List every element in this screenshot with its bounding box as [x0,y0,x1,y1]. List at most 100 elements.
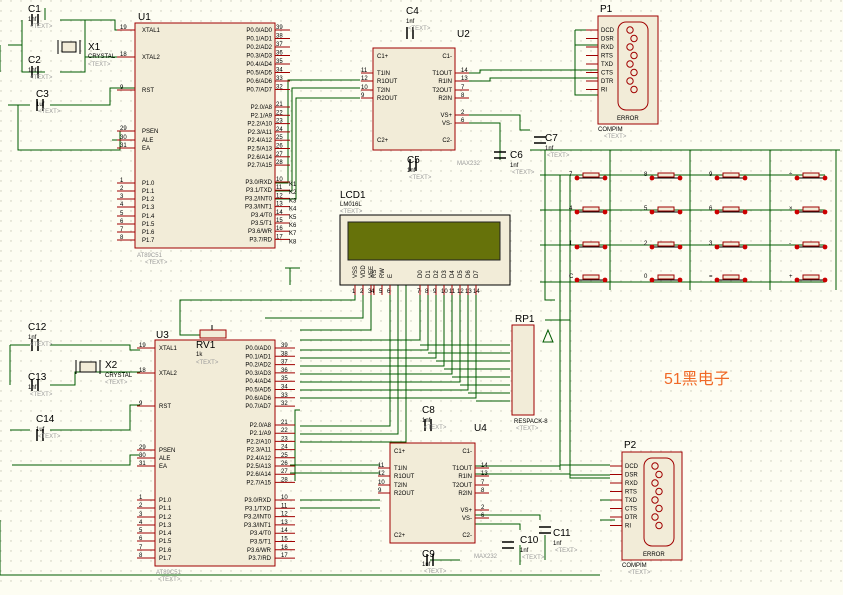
keypad-key[interactable]: 5 [644,206,683,215]
keypad-key[interactable]: 1 [569,241,608,250]
keypad-key[interactable]: × [789,206,828,215]
capacitor-text-placeholder: <TEXT> [38,109,61,115]
pin-number: 32 [276,85,283,91]
pin-name: PSEN [159,448,175,454]
key-node-left [574,175,580,181]
capacitor-value: 1nf [545,146,554,152]
u2-max232[interactable]: U2 MAX232 C1+T1IN11R1OUT12T2IN10R2OUT9C2… [361,29,481,167]
pin-name: P3.7/RD [249,237,272,243]
u2-body[interactable] [372,47,456,151]
rv1-potentiometer[interactable]: RV1 1k <TEXT> [196,325,227,366]
keypad-key[interactable]: C [569,274,608,283]
key-node-left [714,175,720,181]
keypad-key[interactable]: 3 [709,241,748,250]
u1-body[interactable] [134,22,276,249]
u3-microcontroller[interactable]: U3 AT89C51 <TEXT> XTAL119XTAL218RST9PSEN… [137,330,295,583]
key-button-cap [657,274,675,280]
keypad-key[interactable]: 8 [644,172,683,181]
net-label: K5 [289,215,297,221]
pin-number: 3 [139,512,143,518]
serial-pin-socket [630,68,638,77]
serial-pin-name: CTS [625,507,637,513]
pin-number: 13 [276,202,283,208]
keypad-key[interactable]: + [789,274,828,283]
rp1-resistor-pack[interactable]: RP1 RESPACK-8 <TEXT> [511,314,554,432]
capacitor-text-placeholder: <TEXT> [424,569,447,575]
pin-number: 33 [276,76,283,82]
serial-pin-socket [655,470,663,479]
pin-number: 17 [276,234,283,240]
key-node-right [822,277,828,283]
lcd1-display[interactable]: LCD1 LM016L <TEXT> VSS1VDD2VEE3RS4RW5E6D… [339,190,511,295]
pin-number: 37 [276,42,283,48]
rp1-part: RESPACK-8 [514,419,548,425]
p2-serial-port[interactable]: P2 ERROR COMPIM <TEXT> DCDDSRRXDRTSTXDCT… [610,440,683,576]
pin-number: 15 [276,218,283,224]
capacitor-text-placeholder: <TEXT> [512,170,535,176]
pin-number: 12 [378,471,385,477]
pin-number: 25 [276,135,283,141]
crystal-x1[interactable]: X1 CRYSTAL <TEXT> [57,40,116,68]
keypad-key[interactable]: - [789,241,828,250]
keypad-key[interactable]: 2 [644,241,683,250]
u1-microcontroller[interactable]: U1 AT89C51 <TEXT> XTAL119XTAL218RST9PSEN… [117,12,297,266]
lcd-pin-number: 3 [368,289,372,295]
u4-max232[interactable]: U4 MAX232 C1+T1IN11R1OUT12T2IN10R2OUT9C2… [378,423,498,560]
lcd-pin-name: VDD [361,265,367,278]
pin-name: R1OUT [377,79,398,85]
capacitor-ref: C8 [422,405,435,416]
p1-serial-port[interactable]: P1 ERROR COMPIM <TEXT> DCDDSRRXDRTSTXDCT… [586,4,659,140]
u3-body[interactable] [154,339,276,567]
lcd-pin-number: 4 [371,289,375,295]
keypad-key[interactable]: 4 [569,206,608,215]
key-node-left [574,209,580,215]
u2-ref: U2 [457,29,470,40]
keypad-key[interactable]: ÷ [789,172,828,181]
serial-pin-socket [655,521,663,530]
serial-pin-name: DCD [601,28,615,34]
p2-error-label: ERROR [643,552,665,558]
x1-part: CRYSTAL [88,54,116,60]
net-label: K4 [289,207,297,213]
keypad-matrix[interactable]: 7 8 9 ÷ 4 5 6 × 1 2 3 - C 0 = + [569,172,828,283]
keypad-key[interactable]: 7 [569,172,608,181]
pin-name: P2.3/A11 [248,130,273,136]
pin-number: 6 [139,536,143,542]
keypad-key[interactable]: 0 [644,274,683,283]
key-button-cap [802,241,820,247]
keypad-key[interactable]: 6 [709,206,748,215]
wires [0,8,840,576]
pin-number: 26 [281,461,288,467]
key-label: × [789,206,793,212]
serial-pin-socket [630,51,638,60]
lcd-pin-name: D6 [466,270,472,278]
crystal-x2[interactable]: X2 CRYSTAL <TEXT> [75,360,133,386]
capacitor-ref: C2 [28,55,41,66]
serial-pin-name: DSR [601,37,614,43]
pin-name: T2IN [377,88,390,94]
pin-number: 18 [139,368,146,374]
capacitor-value: 1nf [553,541,562,547]
pin-name: C2- [462,533,472,539]
keypad-key[interactable]: 9 [709,172,748,181]
lcd-pin-number: 2 [360,289,364,295]
keypad-key[interactable]: = [709,274,748,283]
capacitor-value: 1nf [520,548,529,554]
